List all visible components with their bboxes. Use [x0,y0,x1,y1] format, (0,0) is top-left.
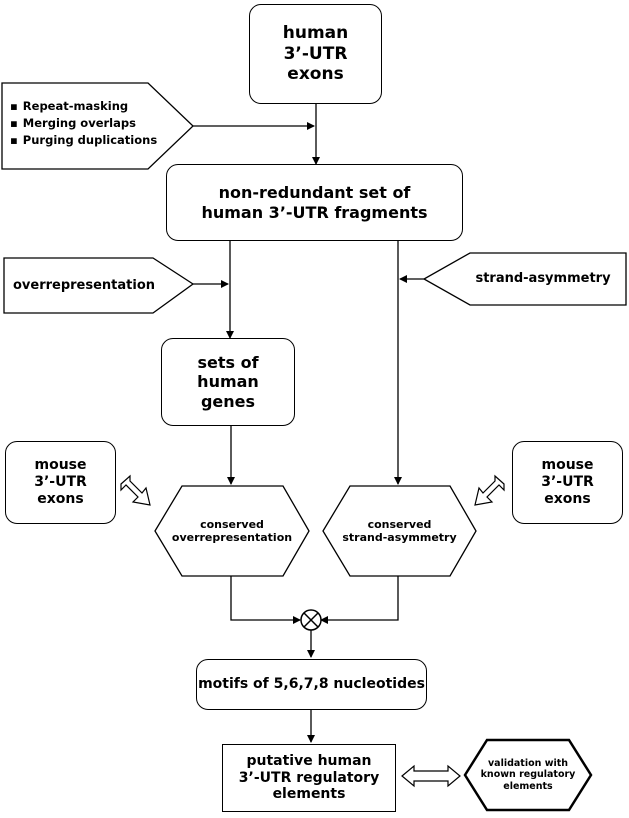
motifs-label: motifs of 5,6,7,8 nucleotides [198,676,425,693]
double-arrow-mouse-right [474,474,505,506]
sets-of-genes-line: sets of [197,353,259,373]
double-arrow-mouse-left [120,474,151,506]
preprocessing-step: Purging duplications [10,132,157,149]
strand-asymmetry-pentagon [422,252,627,306]
preprocessing-step: Merging overlaps [10,115,157,132]
nonredundant-set-box: non-redundant set of human 3’-UTR fragme… [166,164,463,241]
mouse-left-line: mouse [34,457,87,474]
overrepresentation-pentagon [3,257,195,314]
nonredundant-set-line: human 3’-UTR fragments [201,202,428,222]
putative-elements-box: putative human 3’-UTR regulatory element… [222,744,396,812]
mouse-utr-exons-box-left: mouse 3’-UTR exons [5,441,116,524]
preprocessing-step: Repeat-masking [10,98,157,115]
putative-line: putative human [246,752,372,769]
conserved-overrepresentation-hexagon [154,485,310,577]
sets-of-human-genes-box: sets of human genes [161,338,295,426]
putative-line: elements [272,786,346,803]
motifs-box: motifs of 5,6,7,8 nucleotides [196,659,427,710]
mouse-right-line: 3’-UTR [541,474,594,491]
line-conserved-overrep-to-combiner [230,576,301,624]
conserved-strand-asymmetry-hexagon [322,485,477,577]
mouse-right-line: exons [544,490,591,507]
mouse-right-line: mouse [541,457,594,474]
sets-of-genes-line: human [197,372,259,392]
human-utr-exons-line: human [282,23,349,44]
mouse-left-line: exons [37,490,84,507]
putative-line: 3’-UTR regulatory [238,769,380,786]
mouse-utr-exons-box-right: mouse 3’-UTR exons [512,441,623,524]
human-utr-exons-line: exons [287,64,344,85]
double-arrow-validation [401,764,461,788]
line-conserved-strand-to-combiner [320,576,399,624]
human-utr-exons-box: human 3’-UTR exons [249,4,382,104]
mouse-left-line: 3’-UTR [34,474,87,491]
sets-of-genes-line: genes [200,391,256,411]
validation-hexagon [463,738,593,812]
nonredundant-set-line: non-redundant set of [218,183,411,203]
combiner-circle [300,609,322,631]
preprocessing-steps-list: Repeat-masking Merging overlaps Purging … [10,98,157,149]
human-utr-exons-line: 3’-UTR [283,43,348,64]
